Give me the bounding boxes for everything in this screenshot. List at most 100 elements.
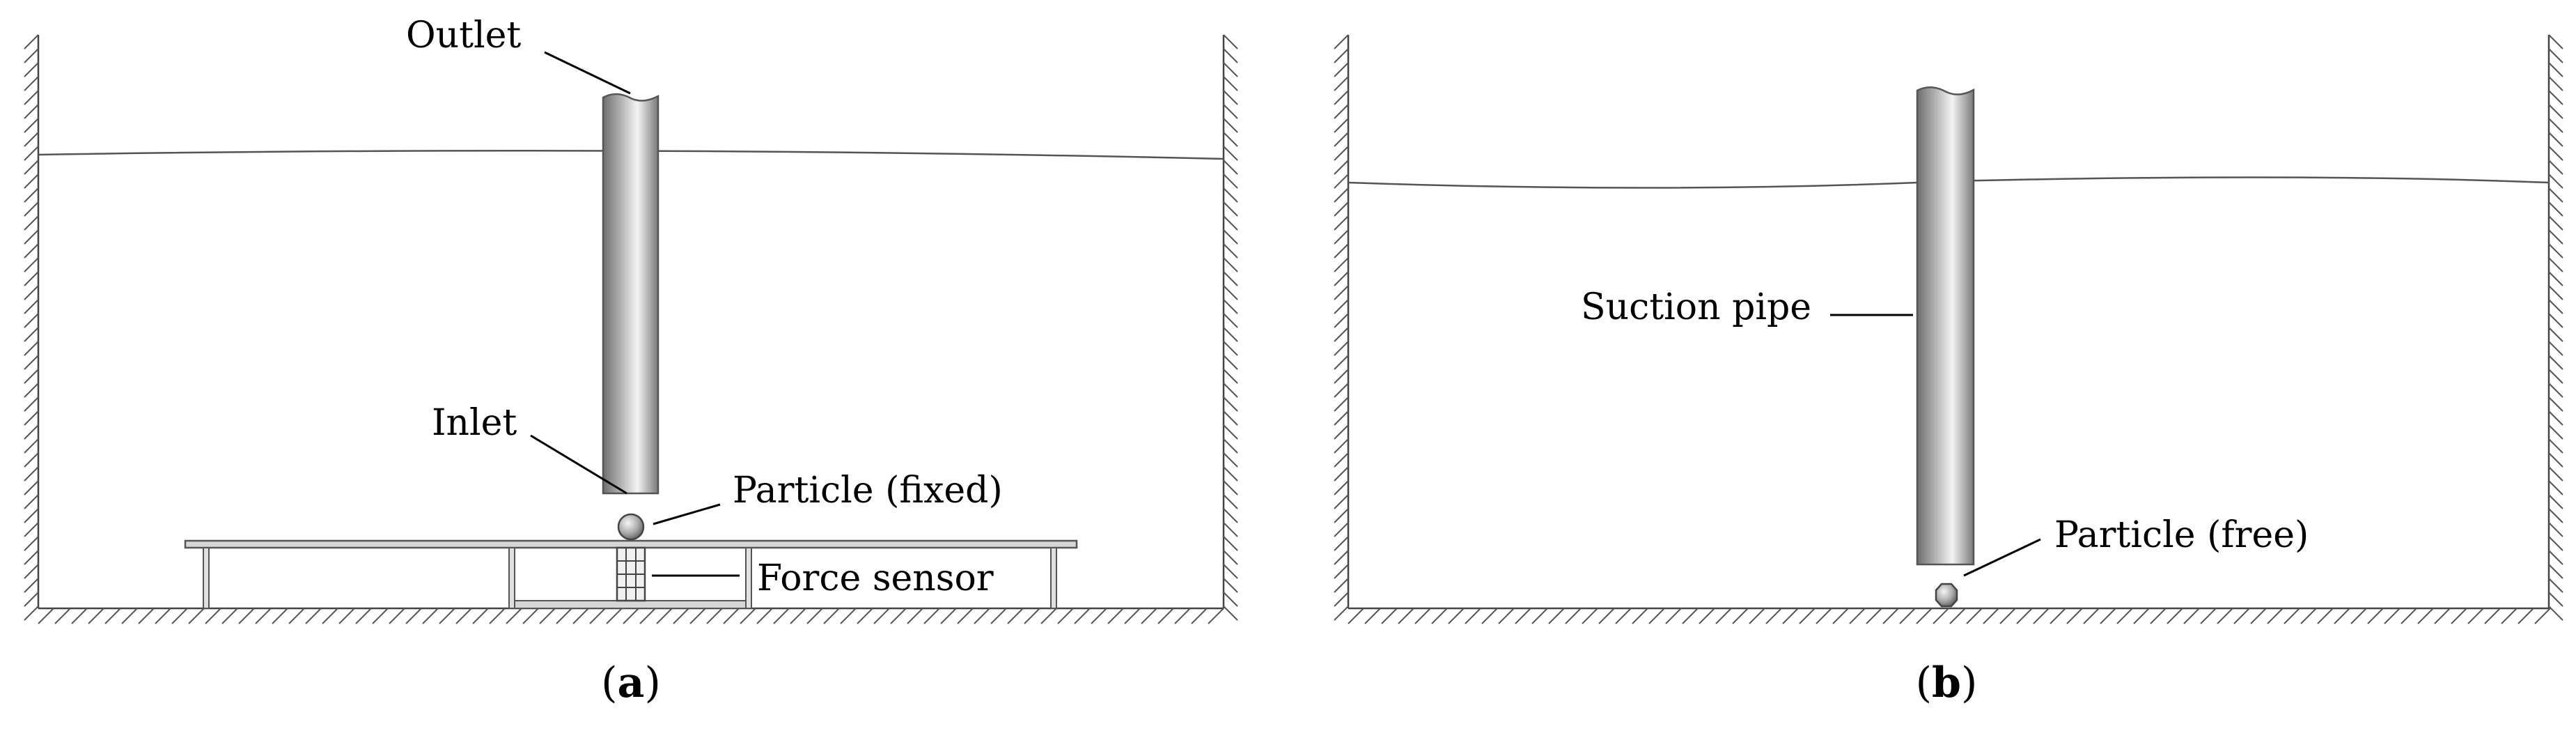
hatch-stroke bbox=[2518, 608, 2534, 624]
hatch-stroke bbox=[1223, 271, 1238, 286]
hatch-stroke bbox=[1223, 536, 1238, 551]
hatch-stroke bbox=[1334, 118, 1349, 133]
hatch-stroke bbox=[1223, 132, 1238, 147]
hatch-stroke bbox=[489, 608, 506, 624]
hatch-stroke bbox=[2484, 608, 2501, 624]
hatch-stroke bbox=[2548, 187, 2563, 203]
hatch-stroke bbox=[1223, 424, 1238, 440]
hatch-stroke bbox=[1223, 606, 1238, 621]
hatch-stroke bbox=[1933, 608, 1949, 624]
hatch-stroke bbox=[1223, 62, 1238, 77]
hatch-stroke bbox=[1999, 608, 2016, 624]
hatch-stroke bbox=[957, 608, 974, 624]
hatch-stroke bbox=[1949, 608, 1966, 624]
hatch-stroke bbox=[24, 90, 39, 105]
hatch-stroke bbox=[1208, 608, 1224, 624]
hatch-stroke bbox=[171, 608, 188, 624]
hatch-stroke bbox=[2548, 480, 2563, 495]
hatch-stroke bbox=[689, 608, 706, 624]
hatch-stroke bbox=[1749, 608, 1765, 624]
hatch-stroke bbox=[1223, 146, 1238, 161]
hatch-stroke bbox=[1582, 608, 1598, 624]
hatch-stroke bbox=[974, 608, 990, 624]
particle-free-leader bbox=[1963, 538, 2041, 577]
hatch-stroke bbox=[2548, 146, 2563, 161]
hatch-stroke bbox=[2548, 160, 2563, 175]
hatch-stroke bbox=[2401, 608, 2417, 624]
hatch-stroke bbox=[24, 174, 39, 189]
outlet-leader bbox=[544, 51, 631, 95]
particle-fixed-label: Particle (fixed) bbox=[733, 470, 1003, 511]
hatch-stroke bbox=[1040, 608, 1057, 624]
hatch-stroke bbox=[1223, 369, 1238, 384]
hatch-stroke bbox=[1531, 608, 1548, 624]
outlet-label: Outlet bbox=[406, 15, 521, 56]
hatch-stroke bbox=[1334, 299, 1349, 314]
hatch-stroke bbox=[1966, 608, 1983, 624]
hatch-stroke bbox=[1916, 608, 1933, 624]
hatch-stroke bbox=[1882, 608, 1899, 624]
hatch-stroke bbox=[1223, 90, 1238, 105]
hatch-stroke bbox=[706, 608, 723, 624]
hatch-stroke bbox=[24, 104, 39, 119]
hatch-stroke bbox=[1334, 243, 1349, 259]
hatch-stroke bbox=[2548, 438, 2563, 454]
hatch-stroke bbox=[2217, 608, 2233, 624]
hatch-stroke bbox=[1223, 550, 1238, 565]
hatch-stroke bbox=[1124, 608, 1141, 624]
hatch-stroke bbox=[1334, 397, 1349, 412]
hatch-stroke bbox=[2548, 355, 2563, 370]
hatch-stroke bbox=[2548, 606, 2563, 621]
hatch-stroke bbox=[1816, 608, 1832, 624]
hatch-stroke bbox=[522, 608, 539, 624]
hatch-stroke bbox=[24, 257, 39, 272]
hatch-stroke bbox=[2548, 271, 2563, 286]
hatch-stroke bbox=[1223, 327, 1238, 342]
hatch-stroke bbox=[2534, 608, 2551, 624]
tank-b-floor-hatching bbox=[1348, 608, 2551, 624]
hatch-stroke bbox=[1334, 215, 1349, 231]
hatch-stroke bbox=[24, 564, 39, 579]
hatch-stroke bbox=[1334, 201, 1349, 217]
hatch-stroke bbox=[1334, 48, 1349, 63]
hatch-stroke bbox=[2548, 229, 2563, 245]
hatch-stroke bbox=[1223, 480, 1238, 495]
hatch-stroke bbox=[1223, 160, 1238, 175]
hatch-stroke bbox=[2548, 397, 2563, 412]
hatch-stroke bbox=[24, 313, 39, 328]
hatch-stroke bbox=[1334, 146, 1349, 161]
hatch-stroke bbox=[1334, 313, 1349, 328]
hatch-stroke bbox=[2548, 327, 2563, 342]
tank-a-floor-hatching bbox=[38, 608, 1224, 624]
tank-b-right-hatching bbox=[2548, 34, 2563, 621]
hatch-stroke bbox=[1832, 608, 1849, 624]
hatch-stroke bbox=[24, 243, 39, 259]
hatch-stroke bbox=[1565, 608, 1582, 624]
hatch-stroke bbox=[1223, 76, 1238, 91]
hatch-stroke bbox=[1431, 608, 1448, 624]
hatch-stroke bbox=[1223, 592, 1238, 607]
hatch-stroke bbox=[121, 608, 138, 624]
hatch-stroke bbox=[2016, 608, 2033, 624]
hatch-stroke bbox=[24, 369, 39, 384]
hatch-stroke bbox=[389, 608, 405, 624]
hatch-stroke bbox=[1364, 608, 1381, 624]
hatch-stroke bbox=[2183, 608, 2200, 624]
hatch-stroke bbox=[2548, 550, 2563, 565]
hatch-stroke bbox=[1334, 104, 1349, 119]
hatch-stroke bbox=[1223, 229, 1238, 245]
hatch-stroke bbox=[1223, 257, 1238, 272]
caption-a: (a) bbox=[601, 659, 661, 707]
hatch-stroke bbox=[1007, 608, 1024, 624]
suction-pipe-label: Suction pipe bbox=[1581, 286, 1811, 328]
hatch-stroke bbox=[1223, 243, 1238, 259]
hatch-stroke bbox=[2548, 369, 2563, 384]
hatch-stroke bbox=[1223, 313, 1238, 328]
particle-free-label: Particle (free) bbox=[2054, 514, 2309, 556]
hatch-stroke bbox=[1223, 118, 1238, 133]
hatch-stroke bbox=[1223, 494, 1238, 509]
particle-fixed bbox=[617, 513, 645, 541]
hatch-stroke bbox=[24, 271, 39, 286]
hatch-stroke bbox=[24, 452, 39, 468]
hatch-stroke bbox=[2200, 608, 2217, 624]
